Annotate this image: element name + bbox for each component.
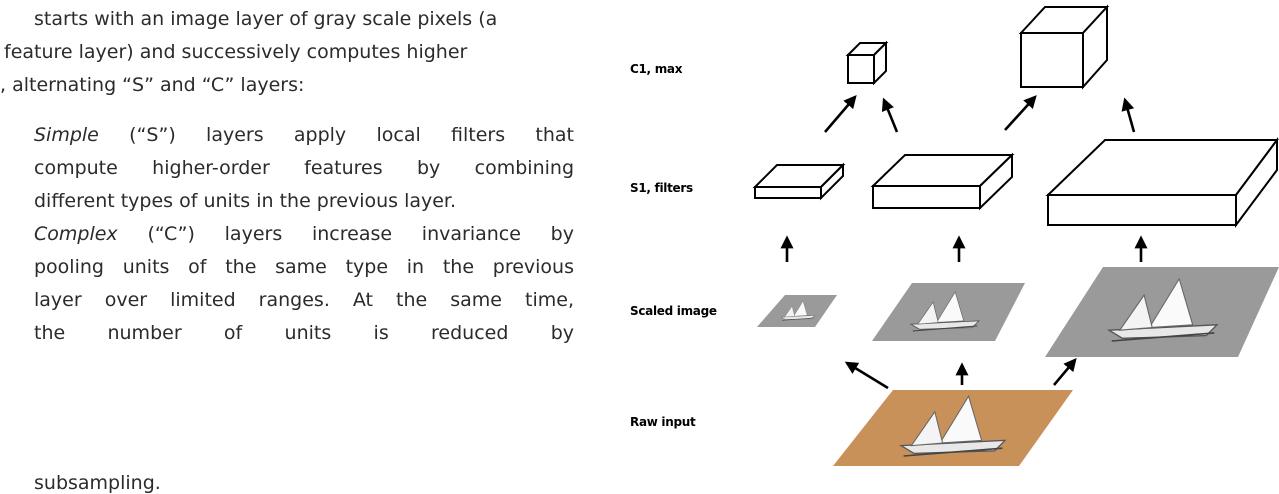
paper-text-column: starts with an image layer of gray scale…	[0, 0, 600, 487]
complex-term: Complex	[34, 223, 118, 245]
complex-layer-line-2: pooling units of the same type in the pr…	[34, 256, 574, 278]
s1-small-slab	[755, 165, 843, 198]
arrow-s1-medium-to-c1-large	[1005, 97, 1035, 130]
arrow-raw-to-scaled-small	[847, 363, 888, 388]
scaled-image-medium	[872, 283, 1025, 341]
label-s1-filters: S1, filters	[630, 181, 693, 195]
arrow-raw-to-scaled-large	[1054, 360, 1075, 385]
raw-input-image	[833, 390, 1073, 466]
text-line-2: feature layer) and successively computes…	[4, 41, 467, 63]
c1-large-cube	[1021, 7, 1107, 87]
arrow-s1-large-to-c1-large	[1125, 100, 1134, 132]
text-line-1: starts with an image layer of gray scale…	[34, 8, 497, 30]
arrow-s1-medium-to-c1-small	[884, 100, 897, 132]
arrow-s1-small-to-c1-small	[825, 97, 855, 132]
complex-layer-line-4: the number of units is reduced by	[34, 322, 574, 344]
label-c1-max: C1, max	[630, 62, 683, 76]
s1-large-slab	[1048, 140, 1277, 225]
hmax-hierarchy-diagram: C1, max S1, filters Scaled image Raw inp…	[615, 0, 1279, 487]
simple-term: Simple	[34, 124, 99, 146]
text-line-3: , alternating “S” and “C” layers:	[0, 74, 304, 96]
complex-layer-line-5: subsampling.	[34, 472, 161, 494]
label-raw-input: Raw input	[630, 415, 696, 429]
complex-layer-line-1: Complex (“C”) layers increase invariance…	[34, 223, 574, 245]
c1-small-cube	[848, 43, 886, 83]
s1-medium-slab	[873, 155, 1012, 208]
complex-layer-line-3: layer over limited ranges. At the same t…	[34, 289, 574, 311]
scaled-image-large	[1045, 267, 1279, 357]
label-scaled-image: Scaled image	[630, 304, 717, 318]
scaled-image-small	[757, 295, 837, 327]
simple-layer-line-1: Simple (“S”) layers apply local filters …	[34, 124, 574, 146]
simple-layer-line-3: different types of units in the previous…	[34, 190, 574, 212]
simple-layer-line-2: compute higher-order features by combini…	[34, 157, 574, 179]
